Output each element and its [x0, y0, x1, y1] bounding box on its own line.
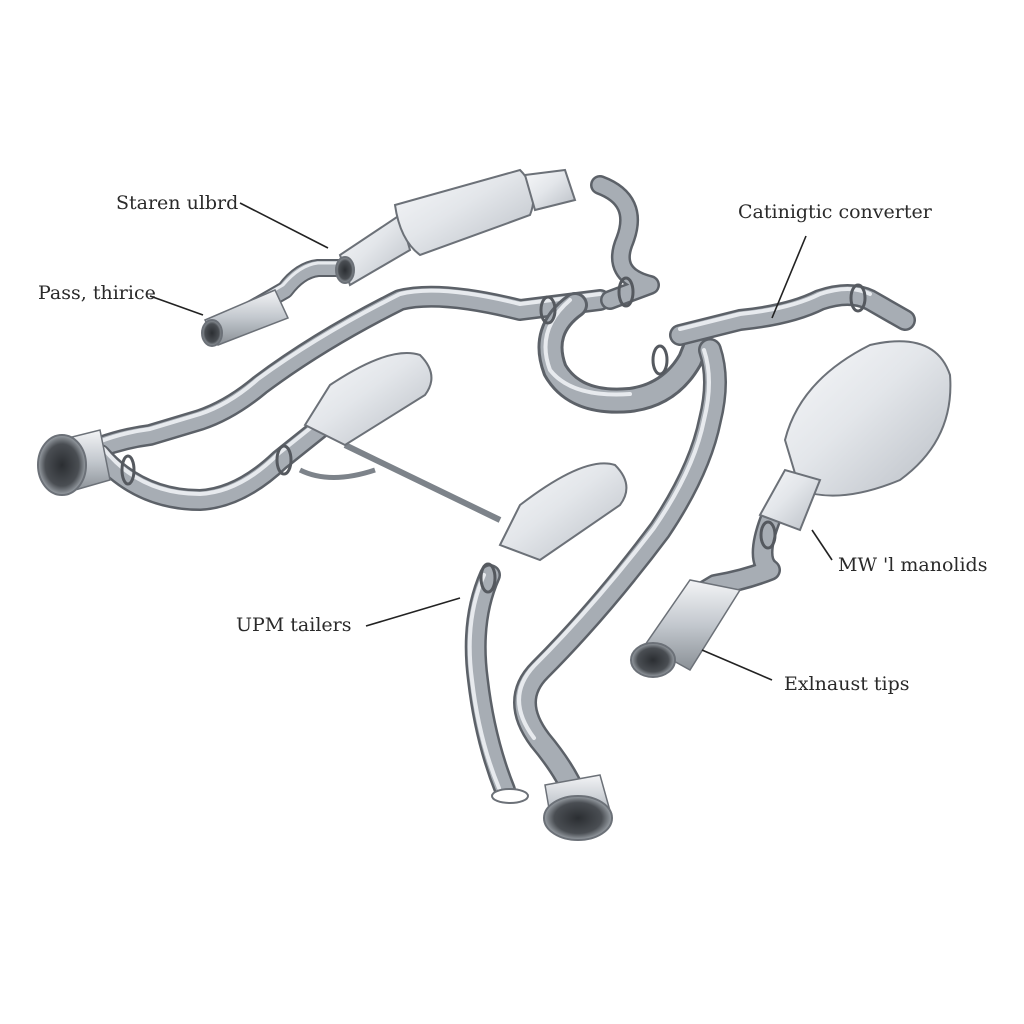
front-pipe-assembly: [59, 175, 916, 807]
callout-catalytic-converter: Catinigtic converter: [738, 201, 933, 319]
callout-label-staren-ulbrd: Staren ulbrd: [116, 192, 238, 214]
tip-left: [37, 429, 111, 496]
tip-bottom-small: [491, 788, 529, 804]
callout-exhaust-tips: Exlnaust tips: [701, 649, 910, 695]
callout-pass-thirice: Pass, thirice: [38, 282, 204, 316]
callout-mw-manolids: MW 'l manolids: [811, 529, 987, 576]
tip-upper-left: [201, 289, 290, 347]
tip-bottom-large: [543, 774, 613, 841]
callout-staren-ulbrd: Staren ulbrd: [116, 192, 329, 249]
callout-upm-tailers: UPM tailers: [236, 597, 461, 636]
callout-label-upm-tailers: UPM tailers: [236, 614, 351, 636]
mid-resonator: [303, 352, 433, 447]
pipe-clamps: [120, 276, 867, 594]
callout-label-pass-thirice: Pass, thirice: [38, 282, 156, 304]
callout-label-exhaust-tips: Exlnaust tips: [784, 673, 910, 695]
callout-label-mw-manolids: MW 'l manolids: [838, 554, 987, 576]
staren-ulbrd-converter: [335, 168, 577, 287]
callout-label-catalytic-converter: Catinigtic converter: [738, 201, 933, 223]
rear-resonator: [498, 462, 628, 562]
tip-right: [630, 579, 742, 678]
rear-muffler: [758, 340, 952, 532]
